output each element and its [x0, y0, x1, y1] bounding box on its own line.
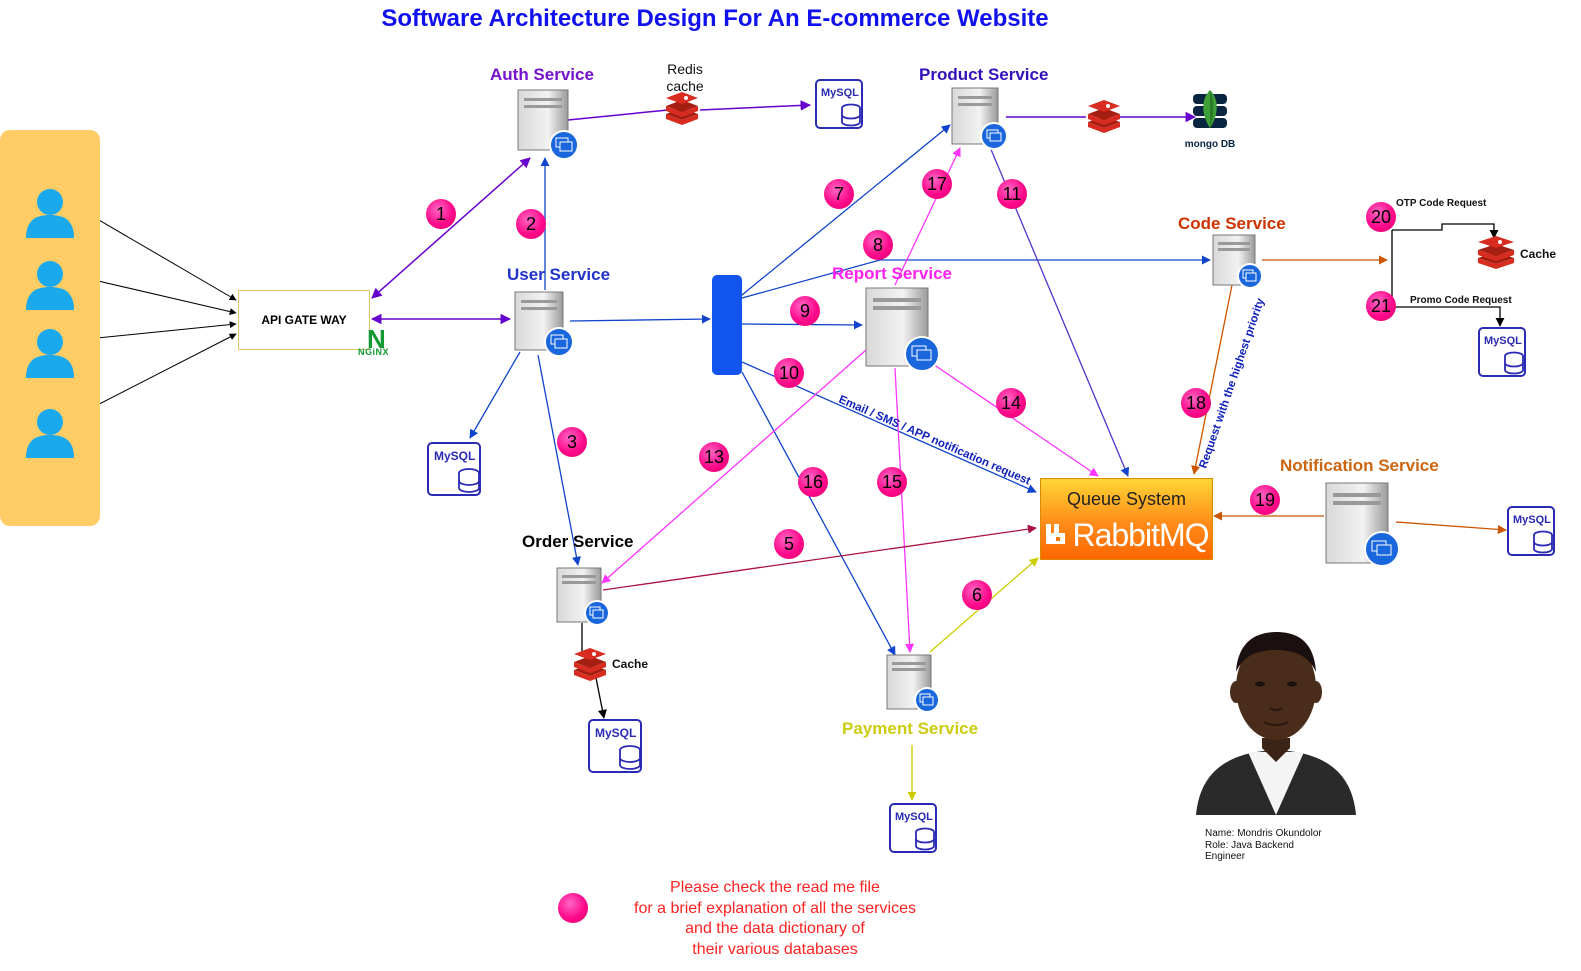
report-server-icon: [865, 287, 940, 372]
mysql-notification-icon: MySQL: [1507, 506, 1555, 556]
step-badge: 14: [996, 388, 1026, 418]
other-connectors: [581, 223, 1507, 801]
step-badge: 15: [877, 467, 907, 497]
priority-edge-label: Request with the highest priority: [1197, 296, 1267, 470]
mysql-user-label: MySQL: [434, 449, 475, 463]
author-role-cont: Engineer: [1205, 851, 1246, 862]
redis-product-icon: [1088, 100, 1120, 133]
auth-service-label: Auth Service: [490, 65, 594, 84]
step-badge: 9: [790, 296, 820, 326]
author-name: Name: Mondris Okundolor: [1205, 828, 1322, 839]
redis-code-icon: [1478, 236, 1514, 269]
user-service-label: User Service: [507, 265, 611, 284]
notification-server-icon: [1325, 482, 1400, 567]
mysql-code-icon: MySQL: [1478, 327, 1526, 377]
mysql-icons: MySQL MySQL MySQL MySQL MySQL MySQL: [427, 79, 1555, 853]
mysql-notification-label: MySQL: [1513, 514, 1551, 526]
step-badge: 10: [774, 358, 804, 388]
payment-server-icon: [886, 654, 940, 713]
step-badge: 21: [1366, 291, 1396, 321]
step-badge: 2: [516, 209, 546, 239]
author-role: Role: Java Backend: [1205, 839, 1294, 851]
api-gateway[interactable]: API GATE WAY: [238, 290, 370, 350]
notification-service-label: Notification Service: [1280, 456, 1439, 475]
step-badge: 7: [824, 179, 854, 209]
mongodb-icon: mongo DB: [1185, 90, 1236, 150]
step-badge: 8: [863, 230, 893, 260]
user-icon: [26, 329, 74, 378]
mysql-order-icon: MySQL: [588, 719, 642, 773]
queue-title: Queue System: [1066, 489, 1187, 509]
note-line: Please check the read me file: [670, 879, 880, 896]
step-badge: 19: [1250, 485, 1280, 515]
product-server-icon: [951, 87, 1008, 150]
mysql-code-label: MySQL: [1484, 335, 1522, 347]
redis-order-icon: [574, 648, 606, 681]
redis-auth-icon: [666, 92, 698, 125]
blue-connectors: [469, 124, 1211, 656]
report-connectors: [601, 147, 1099, 653]
step-badge: 20: [1366, 202, 1396, 232]
note-line: their various databases: [692, 940, 858, 958]
mysql-payment-label: MySQL: [895, 811, 933, 823]
mysql-user-icon: MySQL: [427, 442, 481, 496]
order-service-label: Order Service: [522, 532, 634, 551]
note-line: for a brief explanation of all the servi…: [634, 899, 916, 917]
mysql-payment-icon: MySQL: [889, 803, 937, 853]
step-badge: 6: [962, 580, 992, 610]
payment-service-label: Payment Service: [842, 719, 979, 738]
code-cache-label: Cache: [1520, 247, 1557, 261]
user-icon: [26, 409, 74, 458]
auth-connectors: [370, 100, 1197, 325]
step-badge: 3: [557, 427, 587, 457]
step-badge: 13: [699, 442, 729, 472]
auth-server-icon: [517, 89, 579, 160]
readme-note: Please check the read me file for a brie…: [595, 878, 955, 960]
nginx-letter: N: [367, 324, 386, 354]
step-badge: 5: [774, 529, 804, 559]
redis-icons: [574, 92, 1514, 681]
step-badge: 11: [997, 179, 1027, 209]
note-line: and the data dictionary of: [685, 920, 865, 937]
product-service-label: Product Service: [919, 65, 1049, 84]
user-icon: [26, 189, 74, 238]
code-server-icon: [1212, 234, 1263, 289]
author-info: Name: Mondris Okundolor Role: Java Backe…: [1205, 828, 1322, 863]
redis-cache-label: Redis cache: [666, 61, 704, 94]
legend-badge: [558, 893, 588, 923]
order-cache-label: Cache: [612, 657, 649, 671]
step-badge: 18: [1181, 388, 1211, 418]
step-badge: 17: [922, 169, 952, 199]
page-title: Software Architecture Design For An E-co…: [381, 5, 1049, 32]
rabbitmq-label: RabbitMQ: [1072, 517, 1209, 553]
step-badge: 1: [426, 199, 456, 229]
mysql-order-label: MySQL: [595, 726, 636, 740]
queue-system[interactable]: Queue System RabbitMQ: [1040, 478, 1213, 560]
order-server-icon: [556, 567, 610, 626]
user-server-icon: [514, 291, 574, 357]
api-gateway-label: API GATE WAY: [261, 313, 347, 327]
otp-request-label: OTP Code Request: [1396, 198, 1487, 209]
service-bus: [712, 275, 742, 375]
profile-photo: [1188, 632, 1364, 815]
step-badge: 16: [798, 467, 828, 497]
mongodb-label: mongo DB: [1185, 139, 1236, 150]
mysql-auth-label: MySQL: [821, 87, 859, 99]
nginx-label: NGiNX: [358, 347, 390, 357]
report-service-label: Report Service: [832, 264, 952, 283]
server-icons: [514, 87, 1400, 713]
code-service-label: Code Service: [1178, 214, 1286, 233]
mysql-auth-icon: MySQL: [815, 79, 863, 129]
rabbitmq-icon: [1046, 524, 1065, 544]
user-icon: [26, 261, 74, 310]
nginx-logo: N NGiNX: [358, 326, 398, 360]
promo-request-label: Promo Code Request: [1410, 295, 1512, 306]
